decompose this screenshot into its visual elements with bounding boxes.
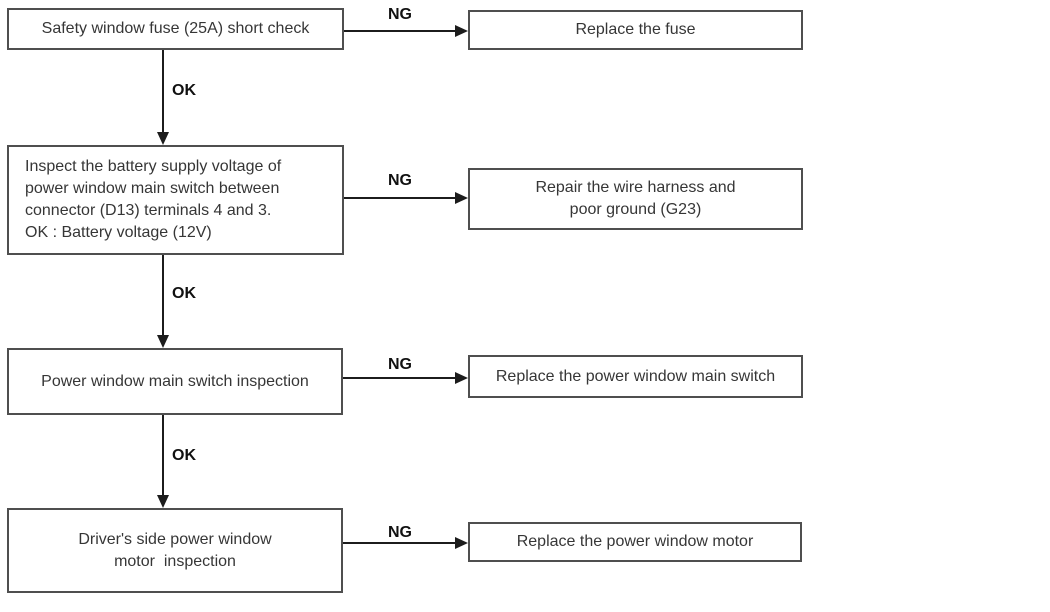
arrowhead-right-icon <box>455 25 468 37</box>
ng-label: NG <box>388 356 412 373</box>
arrowhead-down-icon <box>157 495 169 508</box>
connector-line <box>162 50 164 134</box>
ok-label: OK <box>172 82 196 99</box>
box-text: Repair the wire harness and <box>535 179 736 196</box>
box-text: connector (D13) terminals 4 and 3. <box>25 202 272 219</box>
battery-voltage-inspect-box: Inspect the battery supply voltage of po… <box>7 145 344 255</box>
box-text: motor inspection <box>114 552 236 570</box>
box-text: Replace the power window main switch <box>495 367 776 385</box>
repair-wire-harness-box: Repair the wire harness and poor ground … <box>468 168 803 230</box>
box-text: OK : Battery voltage (12V) <box>25 224 212 241</box>
arrowhead-right-icon <box>455 192 468 204</box>
arrowhead-down-icon <box>157 335 169 348</box>
ok-label: OK <box>172 447 196 464</box>
ng-label: NG <box>388 6 412 23</box>
box-text: Safety window fuse (25A) short check <box>41 20 310 37</box>
box-text: Replace the fuse <box>575 21 696 38</box>
box-text: Power window main switch inspection <box>41 372 309 390</box>
box-text: poor ground (G23) <box>569 201 702 218</box>
arrowhead-down-icon <box>157 132 169 145</box>
connector-line <box>162 255 164 336</box>
connector-line <box>344 197 456 199</box>
ng-label: NG <box>388 172 412 189</box>
fuse-short-check-box: Safety window fuse (25A) short check <box>7 8 344 50</box>
connector-line <box>162 415 164 496</box>
connector-line <box>343 377 456 379</box>
ng-label: NG <box>388 524 412 541</box>
replace-fuse-box: Replace the fuse <box>468 10 803 50</box>
box-text: Inspect the battery supply voltage of <box>25 158 282 175</box>
box-text: Replace the power window motor <box>516 533 754 550</box>
replace-motor-box: Replace the power window motor <box>468 522 802 562</box>
arrowhead-right-icon <box>455 537 468 549</box>
box-text: power window main switch between <box>25 180 280 197</box>
connector-line <box>344 30 456 32</box>
box-text: Driver's side power window <box>78 530 272 548</box>
connector-line <box>343 542 456 544</box>
ok-label: OK <box>172 285 196 302</box>
replace-main-switch-box: Replace the power window main switch <box>468 355 803 398</box>
main-switch-inspection-box: Power window main switch inspection <box>7 348 343 415</box>
arrowhead-right-icon <box>455 372 468 384</box>
motor-inspection-box: Driver's side power window motor inspect… <box>7 508 343 593</box>
